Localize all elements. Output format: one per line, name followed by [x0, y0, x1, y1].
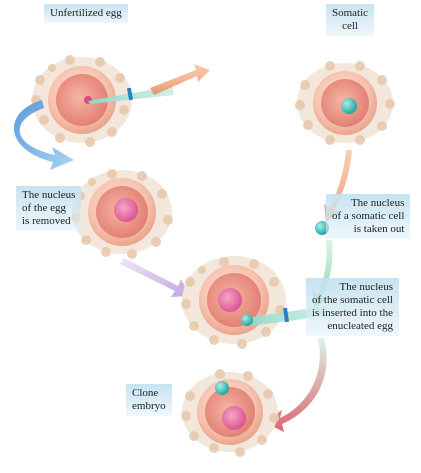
label-somatic-cell: Somatic cell [326, 4, 374, 36]
arrow-to-enucleated-egg [120, 258, 190, 297]
label-somatic-nucleus-taken: The nucleus of a somatic cell is taken o… [326, 194, 410, 239]
enucleated-egg-cell [181, 256, 286, 349]
label-somatic-nucleus-inserted: The nucleus of the somatic cell is inser… [306, 278, 399, 336]
label-unfertilized-egg: Unfertilized egg [44, 4, 128, 23]
arrow-egg-top-right [150, 64, 210, 95]
egg-nucleus-removed-cell [71, 169, 173, 259]
clone-embryo-cell [181, 369, 279, 457]
label-clone-embryo: Clone embryo [126, 384, 172, 416]
somatic-cell [295, 61, 395, 145]
label-egg-nucleus-removed: The nucleus of the egg is removed [16, 186, 81, 231]
